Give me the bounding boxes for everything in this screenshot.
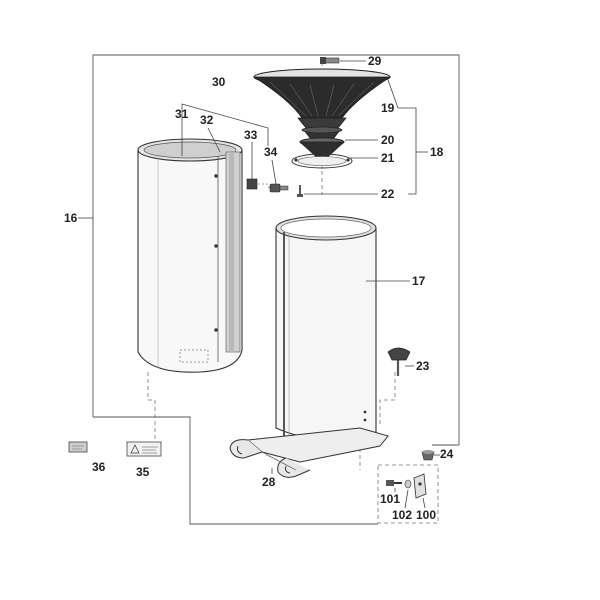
small-screw-part (297, 185, 303, 197)
washer-part (404, 479, 412, 489)
bracket-part (246, 178, 270, 190)
callout-28: 28 (262, 475, 276, 489)
callout-16: 16 (64, 211, 78, 225)
warning-label-part (126, 441, 162, 457)
cone-ring-part (297, 117, 347, 139)
name-plate-part (68, 441, 88, 453)
hardware-kit-box (377, 464, 439, 524)
callout-32: 32 (200, 113, 214, 127)
callout-35: 35 (136, 465, 150, 479)
callout-30: 30 (212, 75, 226, 89)
inner-cylinder-part (275, 215, 377, 440)
boundary-outline (92, 54, 460, 525)
mounting-ring-part (291, 153, 353, 169)
callout-17: 17 (412, 274, 426, 288)
clip-part (413, 473, 427, 499)
screw-part (269, 183, 289, 193)
filter-cone-part (298, 137, 346, 163)
leader-lines (78, 60, 440, 509)
callout-20: 20 (381, 133, 395, 147)
base-plate-part (229, 427, 389, 478)
callout-36: 36 (92, 460, 106, 474)
callout-101: 101 (380, 492, 400, 506)
callout-29: 29 (368, 54, 382, 68)
knob-part (387, 347, 411, 376)
outer-cylinder-part (137, 138, 243, 373)
callout-24: 24 (440, 447, 454, 461)
callout-34: 34 (264, 145, 278, 159)
nut-part (421, 450, 435, 461)
callout-33: 33 (244, 128, 258, 142)
callout-21: 21 (381, 151, 395, 165)
callout-23: 23 (416, 359, 430, 373)
bolt-part (386, 480, 402, 486)
top-screw-part (320, 57, 340, 64)
callout-100: 100 (416, 508, 436, 522)
callout-102: 102 (392, 508, 412, 522)
callout-labels: 16 17 18 19 20 21 22 23 24 28 29 30 31 3… (64, 54, 454, 522)
callout-19: 19 (381, 101, 395, 115)
callout-31: 31 (175, 107, 189, 121)
callout-22: 22 (381, 187, 395, 201)
callout-18: 18 (430, 145, 444, 159)
top-cone-part (252, 68, 392, 119)
